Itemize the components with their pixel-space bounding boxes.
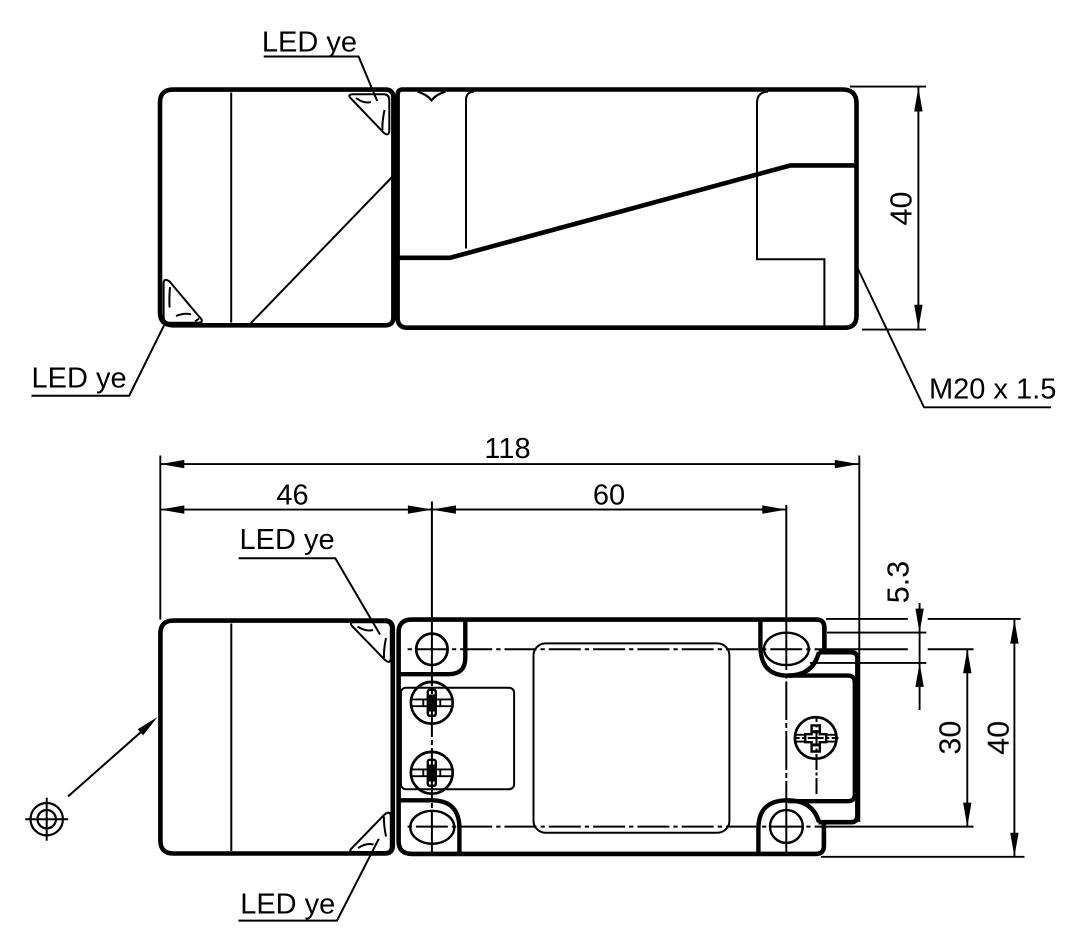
svg-text:40: 40 [885,192,919,226]
svg-text:LED ye: LED ye [262,27,357,59]
svg-text:LED ye: LED ye [240,524,335,556]
svg-text:LED ye: LED ye [240,888,335,920]
svg-text:LED ye: LED ye [32,363,127,395]
svg-text:60: 60 [593,480,625,512]
svg-text:40: 40 [982,721,1016,755]
svg-text:118: 118 [484,433,530,465]
svg-text:M20 x 1.5: M20 x 1.5 [929,374,1056,406]
svg-text:30: 30 [934,721,968,755]
svg-text:46: 46 [276,480,308,512]
svg-text:5.3: 5.3 [882,561,916,603]
